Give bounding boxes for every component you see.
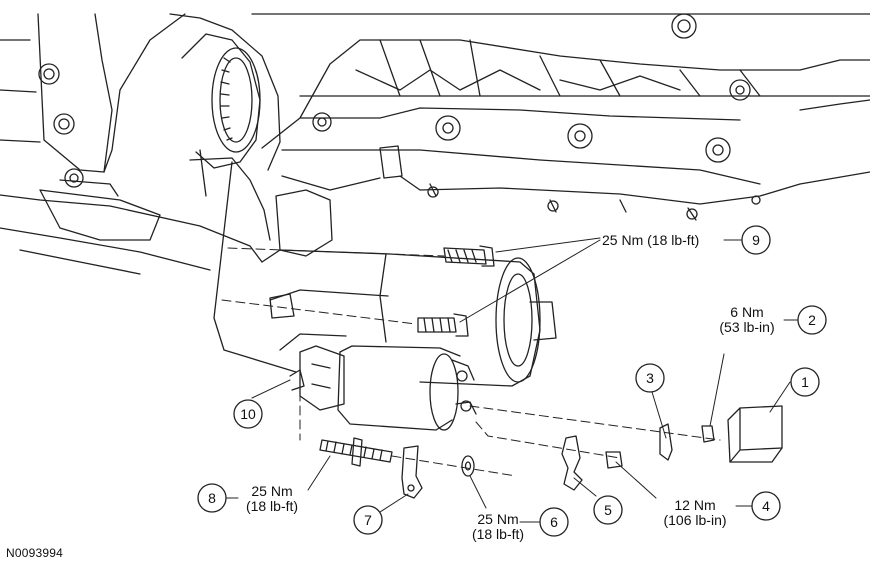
callout-9: 9: [752, 232, 760, 248]
torque-label-6: 25 Nm (18 lb-ft): [460, 512, 536, 542]
engine-block: [251, 13, 870, 221]
transmission-housing: [0, 13, 263, 275]
callout-2: 2: [808, 312, 816, 328]
callout-circle-9: [741, 225, 771, 255]
callout-circle-6: [539, 507, 569, 537]
callout-5: 5: [604, 502, 612, 518]
callout-circle-2: [797, 305, 827, 335]
callout-6: 6: [550, 514, 558, 530]
callout-7: 7: [364, 512, 372, 528]
figure-id: N0093994: [6, 546, 63, 560]
callout-8: 8: [208, 490, 216, 506]
torque-label-4: 12 Nm (106 lb-in): [654, 498, 736, 528]
torque-4-imperial: (106 lb-in): [663, 512, 727, 528]
torque-6-value: 25 Nm: [477, 511, 519, 527]
callout-3: 3: [646, 370, 654, 386]
terminal-cover: [727, 405, 783, 463]
starter-mount-bracket: [213, 161, 333, 373]
callout-circle-5: [593, 495, 623, 525]
callout-circle-3: [635, 363, 665, 393]
torque-4-value: 12 Nm: [674, 497, 716, 513]
flexplate-housing: [169, 13, 281, 241]
callout-circles: [197, 225, 827, 537]
callout-circle-1: [790, 367, 820, 397]
starter-motor: [261, 249, 557, 431]
callout-circle-10: [233, 399, 263, 429]
torque-2-imperial: (53 lb-in): [719, 319, 775, 335]
torque-label-2: 6 Nm (53 lb-in): [712, 305, 782, 335]
torque-8-imperial: (18 lb-ft): [245, 498, 299, 514]
torque-2-value: 6 Nm: [730, 304, 764, 320]
callout-circle-8: [197, 483, 227, 513]
callout-4: 4: [762, 498, 770, 514]
callout-10: 10: [240, 406, 256, 422]
callout-1: 1: [801, 374, 809, 390]
terminal-hardware: [469, 405, 721, 491]
stud-and-nuts: [299, 391, 517, 477]
torque-8-value: 25 Nm: [251, 483, 293, 499]
torque-6-imperial: (18 lb-ft): [471, 526, 525, 542]
torque-label-8: 25 Nm (18 lb-ft): [236, 484, 308, 514]
mounting-bolts: [221, 245, 495, 337]
torque-9-value: 25 Nm (18 lb-ft): [602, 232, 700, 248]
callout-circle-7: [353, 505, 383, 535]
cable-bracket: [401, 445, 423, 499]
torque-label-9: 25 Nm (18 lb-ft): [602, 233, 699, 248]
callout-numbers: 1 2 3 4 5 6 7 8 9 10: [208, 232, 816, 530]
leader-lines: [225, 237, 799, 523]
callout-circle-4: [751, 491, 781, 521]
